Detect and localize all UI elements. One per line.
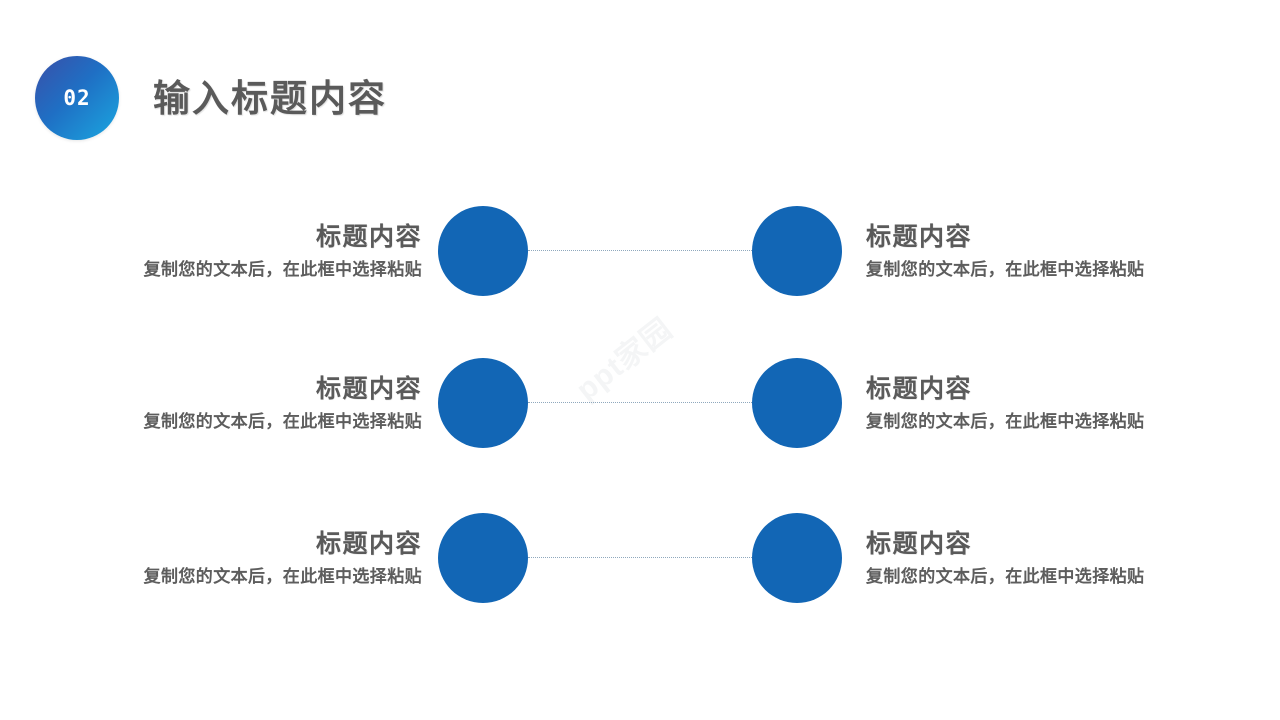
- row-left-text-block: 标题内容 复制您的文本后，在此框中选择粘贴: [40, 374, 422, 433]
- content-row: 标题内容 复制您的文本后，在此框中选择粘贴 标题内容 复制您的文本后，在此框中选…: [0, 512, 1280, 604]
- row-right-circle-marker[interactable]: [752, 513, 842, 603]
- row-right-circle-marker[interactable]: [752, 206, 842, 296]
- page-title: 输入标题内容: [153, 77, 387, 119]
- item-title: 标题内容: [866, 222, 973, 251]
- item-title: 标题内容: [866, 374, 973, 403]
- content-row: 标题内容 复制您的文本后，在此框中选择粘贴 标题内容 复制您的文本后，在此框中选…: [0, 357, 1280, 449]
- row-right-circle-marker[interactable]: [752, 358, 842, 448]
- item-description: 复制您的文本后，在此框中选择粘贴: [143, 567, 422, 587]
- row-connector-line: [528, 402, 752, 403]
- item-description: 复制您的文本后，在此框中选择粘贴: [866, 567, 1145, 587]
- section-number-badge: 02: [35, 56, 119, 140]
- item-description: 复制您的文本后，在此框中选择粘贴: [866, 412, 1145, 432]
- item-description: 复制您的文本后，在此框中选择粘贴: [143, 412, 422, 432]
- row-connector-line: [528, 250, 752, 251]
- row-right-text-block: 标题内容 复制您的文本后，在此框中选择粘贴: [866, 374, 1248, 433]
- row-left-text-block: 标题内容 复制您的文本后，在此框中选择粘贴: [40, 222, 422, 281]
- slide-header: 02 输入标题内容: [35, 55, 387, 141]
- item-description: 复制您的文本后，在此框中选择粘贴: [866, 260, 1145, 280]
- item-title: 标题内容: [866, 529, 973, 558]
- content-row: 标题内容 复制您的文本后，在此框中选择粘贴 标题内容 复制您的文本后，在此框中选…: [0, 205, 1280, 297]
- section-number-label: 02: [63, 85, 91, 110]
- row-right-text-block: 标题内容 复制您的文本后，在此框中选择粘贴: [866, 222, 1248, 281]
- row-left-text-block: 标题内容 复制您的文本后，在此框中选择粘贴: [40, 529, 422, 588]
- row-left-circle-marker[interactable]: [438, 358, 528, 448]
- item-title: 标题内容: [315, 374, 422, 403]
- row-left-circle-marker[interactable]: [438, 513, 528, 603]
- row-right-text-block: 标题内容 复制您的文本后，在此框中选择粘贴: [866, 529, 1248, 588]
- row-connector-line: [528, 557, 752, 558]
- row-left-circle-marker[interactable]: [438, 206, 528, 296]
- item-title: 标题内容: [315, 222, 422, 251]
- item-description: 复制您的文本后，在此框中选择粘贴: [143, 260, 422, 280]
- item-title: 标题内容: [315, 529, 422, 558]
